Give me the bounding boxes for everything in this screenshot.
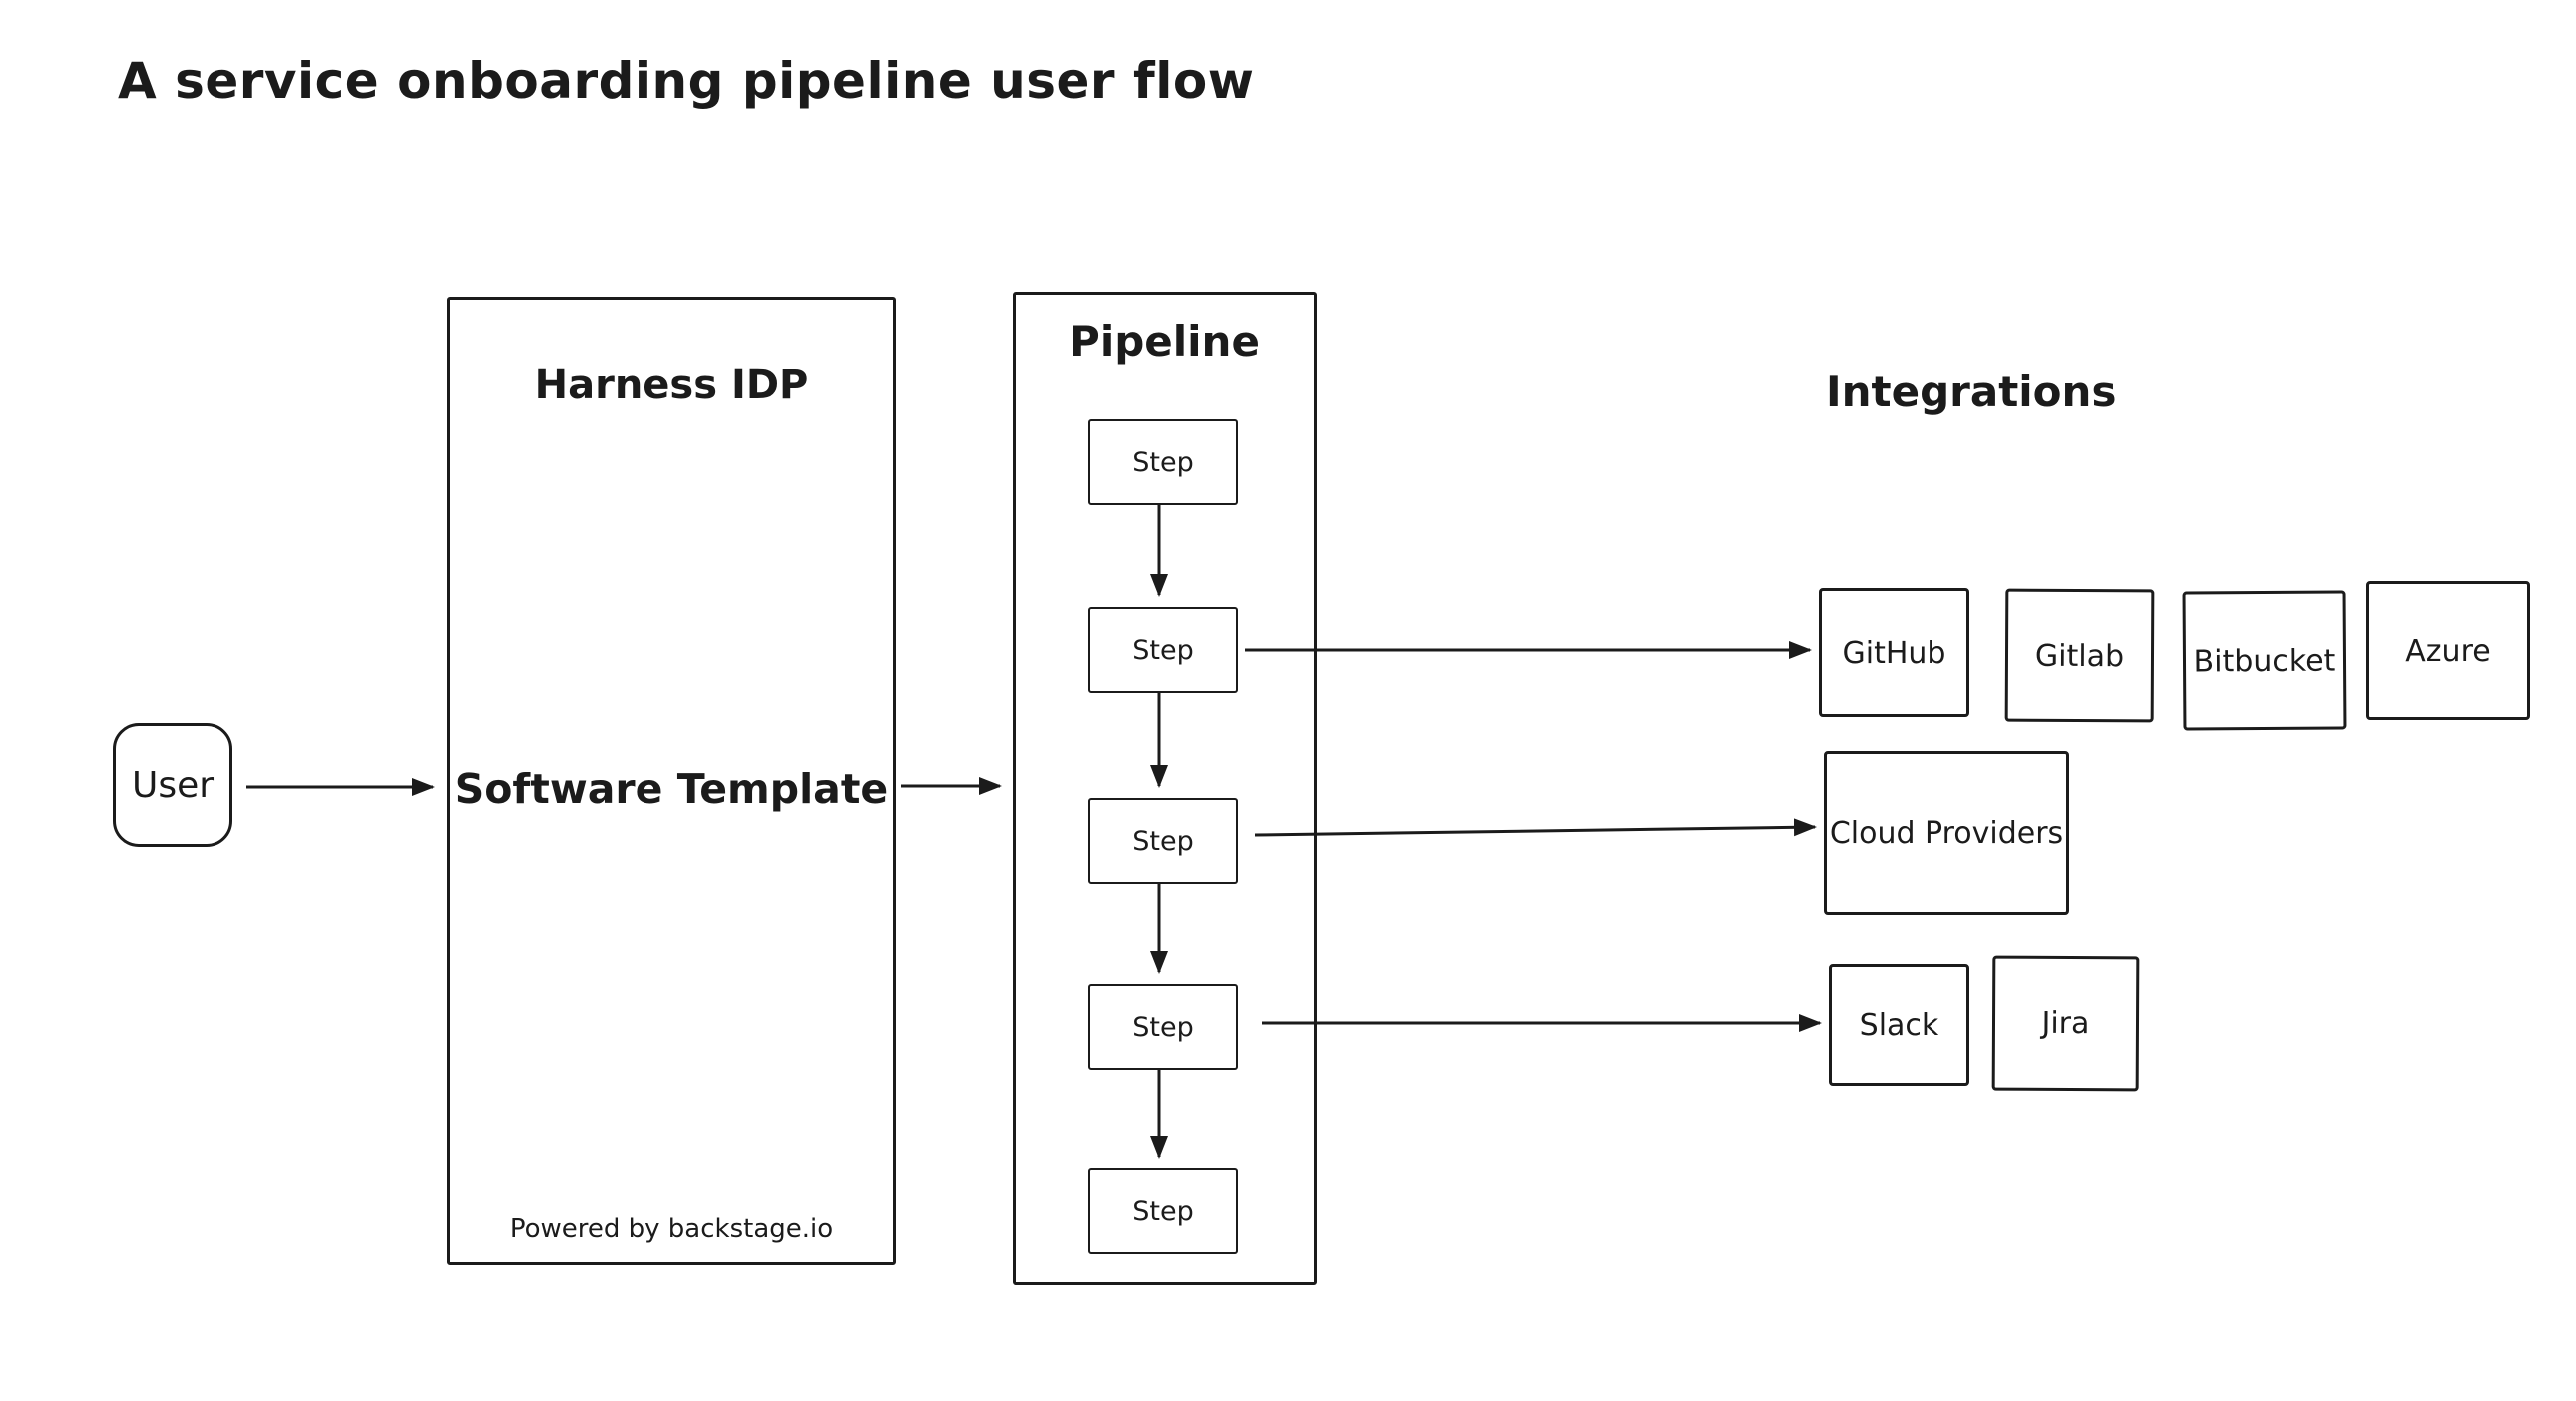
pipeline-step-3: Step <box>1088 798 1238 884</box>
integrations-title: Integrations <box>1826 367 2117 416</box>
slack-node-label: Slack <box>1859 1007 1939 1043</box>
harness-idp-title: Harness IDP <box>534 362 809 408</box>
jira-node: Jira <box>1991 955 2140 1092</box>
gitlab-node-label: Gitlab <box>2034 638 2125 674</box>
pipeline-node: Pipeline Step Step Step Step Step <box>1013 292 1317 1285</box>
pipeline-step-1: Step <box>1088 419 1238 505</box>
github-node: GitHub <box>1819 588 1969 717</box>
cloud-providers-node-label: Cloud Providers <box>1829 815 2064 851</box>
bitbucket-node: Bitbucket <box>2182 590 2347 731</box>
slack-node: Slack <box>1829 964 1969 1086</box>
jira-node-label: Jira <box>2041 1005 2090 1042</box>
arrow-step3-to-cloud-providers <box>1254 818 1817 837</box>
gitlab-node: Gitlab <box>2004 588 2155 723</box>
pipeline-step-5: Step <box>1088 1168 1238 1254</box>
harness-idp-node: Harness IDP Software Template Powered by… <box>447 297 896 1265</box>
cloud-providers-node: Cloud Providers <box>1824 751 2069 915</box>
backstage-footer-label: Powered by backstage.io <box>509 1214 834 1244</box>
bitbucket-node-label: Bitbucket <box>2193 643 2336 679</box>
user-node-label: User <box>131 764 215 806</box>
pipeline-title: Pipeline <box>1070 317 1260 366</box>
software-template-label: Software Template <box>454 765 889 813</box>
github-node-label: GitHub <box>1842 635 1946 671</box>
diagram-title: A service onboarding pipeline user flow <box>118 52 1255 110</box>
azure-node: Azure <box>2366 581 2530 720</box>
pipeline-step-4: Step <box>1088 984 1238 1070</box>
user-node: User <box>113 723 232 847</box>
pipeline-step-2: Step <box>1088 607 1238 693</box>
azure-node-label: Azure <box>2405 633 2491 669</box>
